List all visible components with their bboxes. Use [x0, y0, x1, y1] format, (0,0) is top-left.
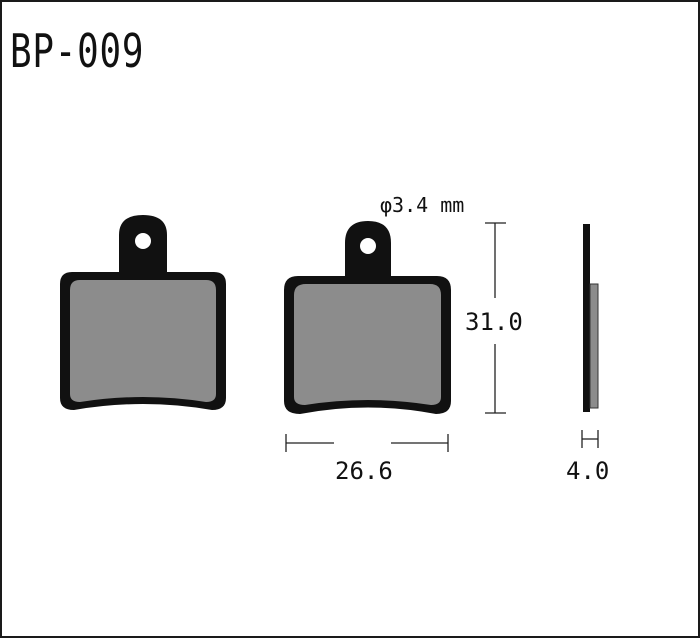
mounting-hole-left — [135, 233, 151, 249]
part-number-title: BP-009 — [10, 24, 145, 78]
backing-plate-side — [583, 224, 590, 412]
brake-pad-dimensioned-view — [284, 221, 451, 414]
thickness-label: 4.0 — [566, 457, 609, 485]
dimension-lines — [285, 222, 599, 452]
mounting-hole-middle — [360, 238, 376, 254]
brake-pad-left-view — [60, 215, 226, 410]
friction-pad-left — [70, 280, 216, 402]
width-label: 26.6 — [335, 457, 393, 485]
friction-pad-side — [589, 283, 599, 409]
brake-pad-side-view — [583, 224, 599, 412]
hole-diameter-label: φ3.4 mm — [380, 193, 464, 217]
height-label: 31.0 — [465, 308, 523, 336]
friction-pad-middle — [294, 284, 441, 405]
